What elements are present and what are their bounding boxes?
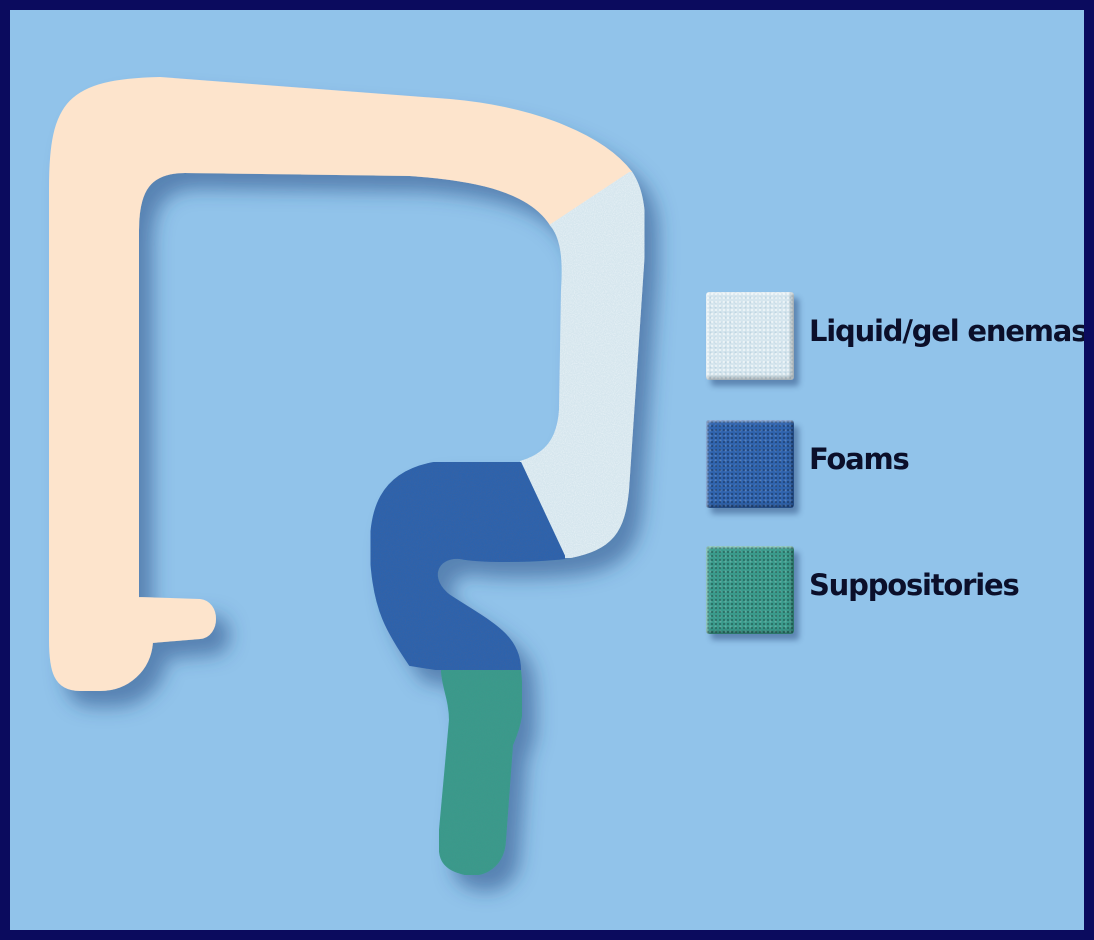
foams-swatch [706, 420, 794, 508]
diagram-panel: Liquid/gel enemas Foams Suppositories [10, 10, 1084, 930]
legend-item-suppositories: Suppositories [706, 546, 1076, 636]
legend-item-liquid-gel-enemas: Liquid/gel enemas [706, 292, 1076, 382]
colon-shape [50, 78, 644, 875]
legend-label-liquid-gel-enemas: Liquid/gel enemas [809, 314, 1084, 348]
liquid-gel-enemas-swatch [706, 292, 794, 380]
legend-item-foams: Foams [706, 420, 1076, 510]
colon-suppository-region [439, 670, 522, 875]
legend-label-suppositories: Suppositories [809, 568, 1019, 602]
legend-label-foams: Foams [809, 442, 909, 476]
colon-untreated-region [50, 78, 631, 690]
suppositories-swatch [706, 546, 794, 634]
